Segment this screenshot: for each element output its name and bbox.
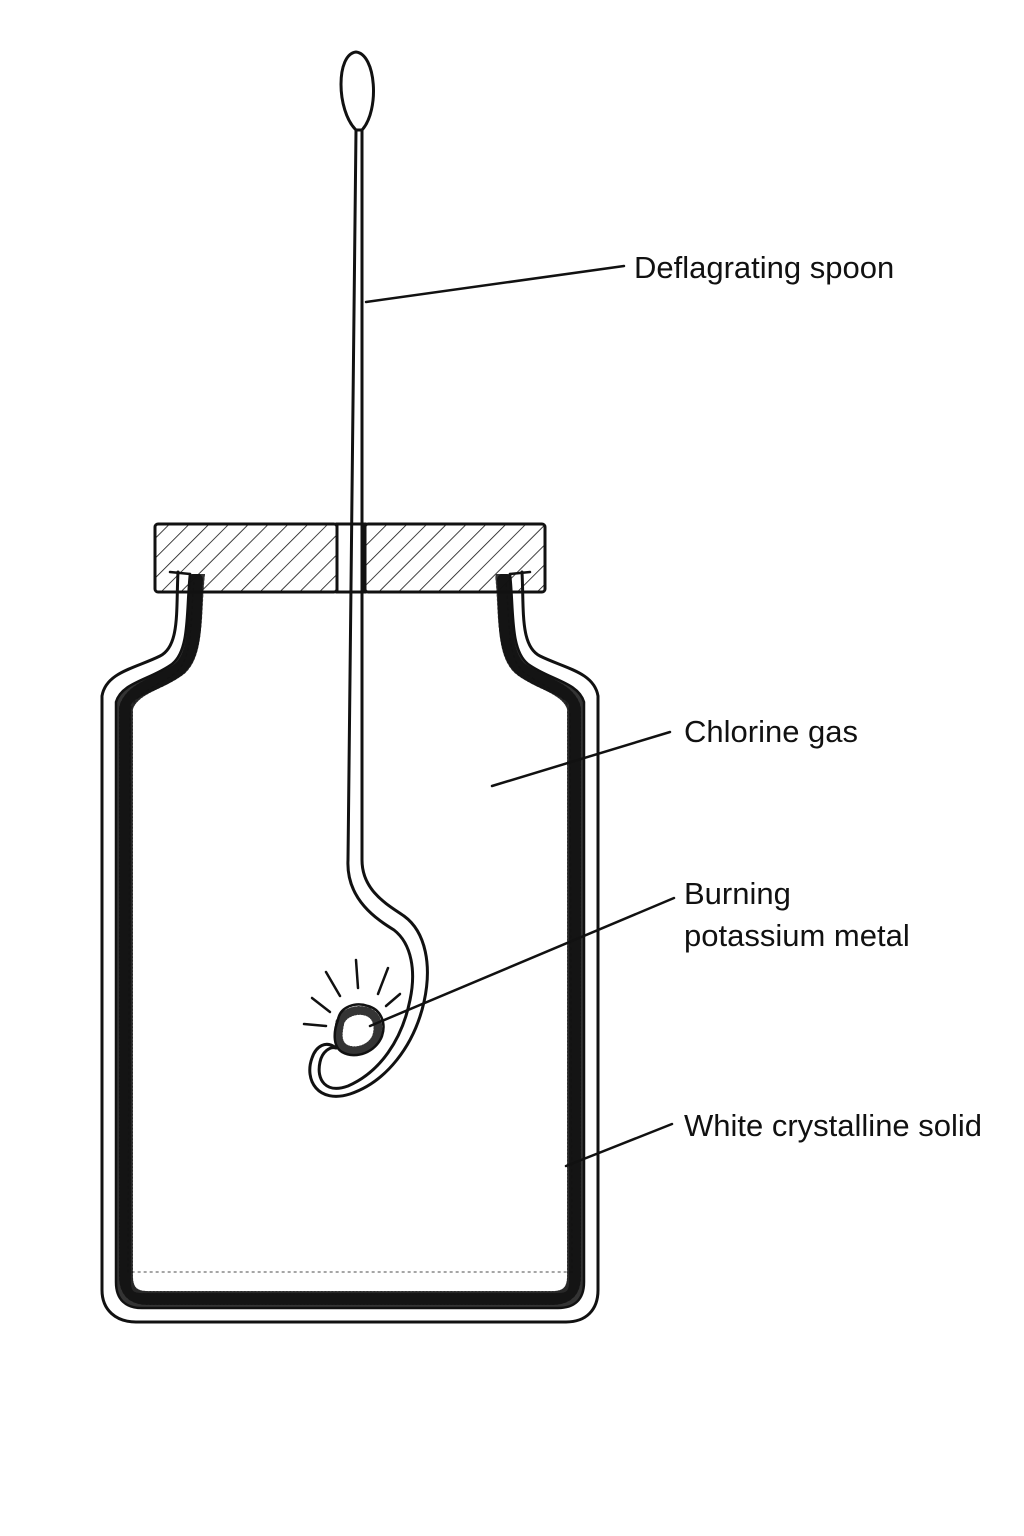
- spoon-stem: [317, 128, 415, 1090]
- gas-jar-inner-wall: [114, 572, 586, 1310]
- label-burning-potassium-line1: Burning: [684, 876, 791, 911]
- gas-jar-outer-wall: [100, 570, 600, 1324]
- label-burning-potassium-line2: potassium metal: [684, 918, 910, 953]
- spoon-handle-loop: [339, 50, 375, 132]
- leader-lines: [364, 264, 676, 1168]
- leader-gas: [490, 730, 672, 788]
- deflagrating-spoon: [308, 50, 429, 1098]
- leader-solid: [564, 1122, 674, 1168]
- label-deflagrating-spoon: Deflagrating spoon: [634, 250, 894, 285]
- label-chlorine-gas: Chlorine gas: [684, 714, 858, 749]
- flame-rays: [302, 958, 402, 1028]
- burning-potassium: [302, 958, 402, 1057]
- leader-metal: [368, 896, 676, 1028]
- leader-spoon: [364, 264, 626, 304]
- label-white-crystalline-solid: White crystalline solid: [684, 1108, 982, 1143]
